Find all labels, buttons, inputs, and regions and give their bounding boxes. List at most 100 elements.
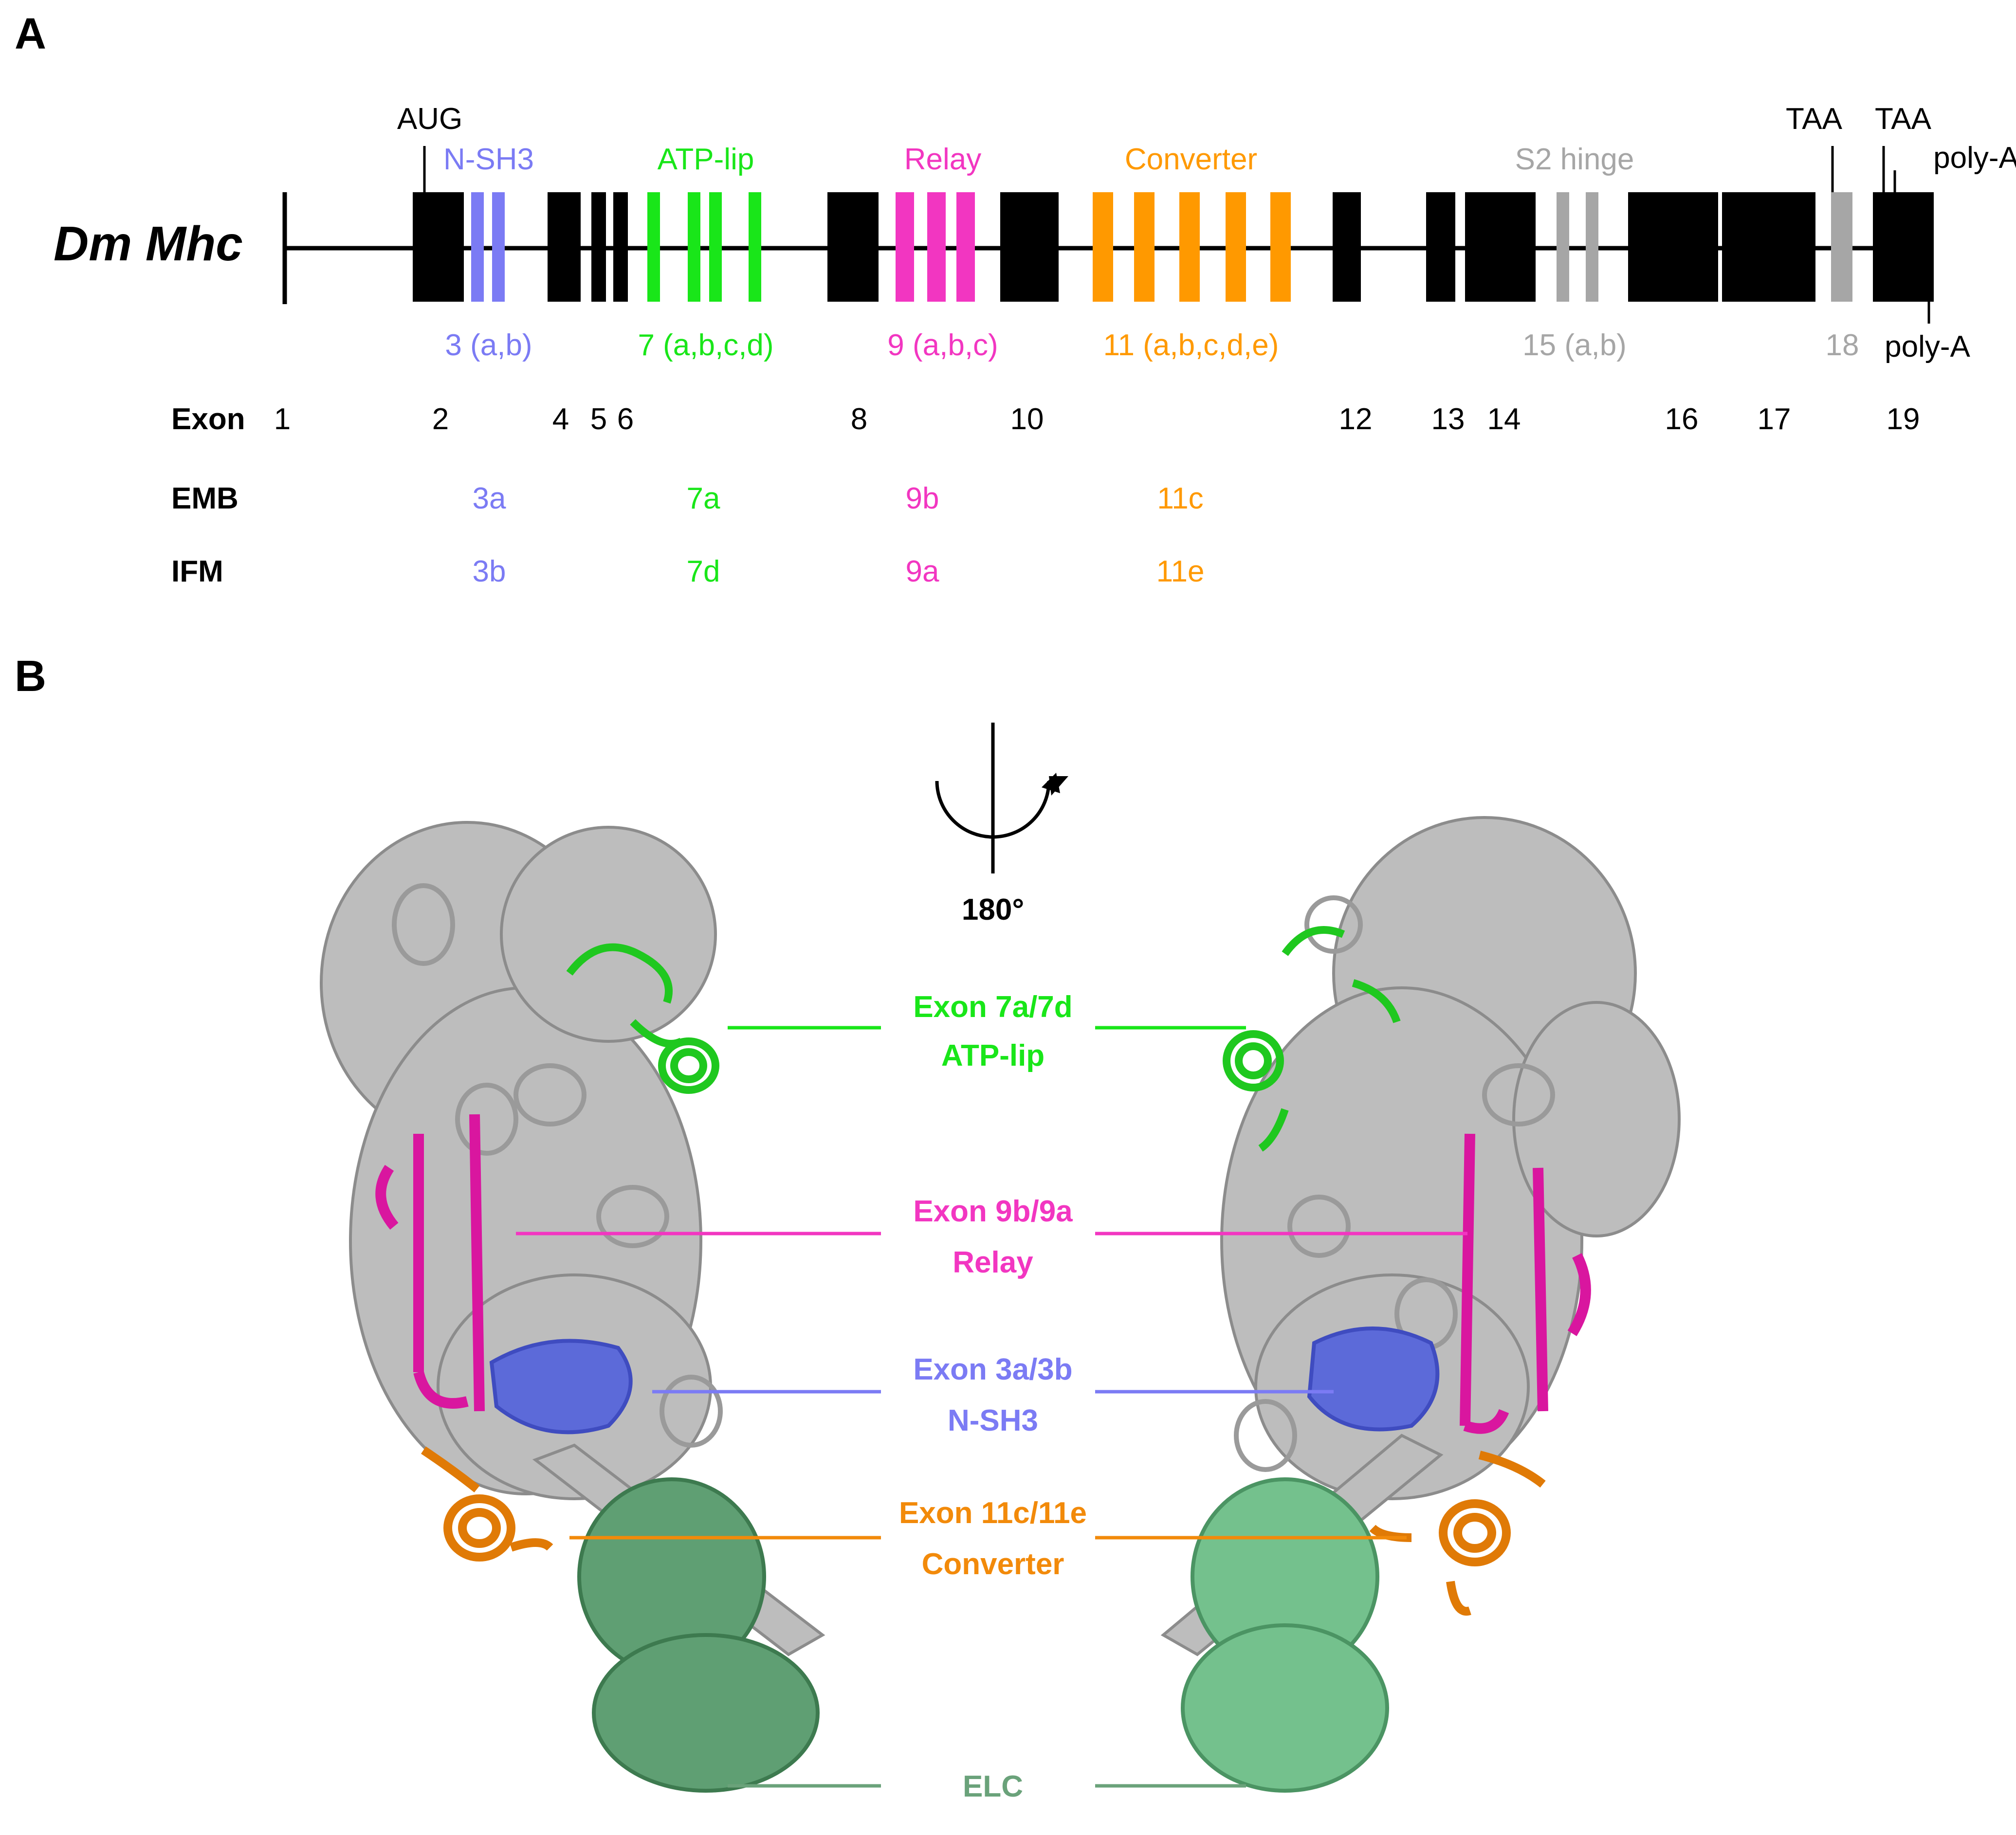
alt-exons-relay xyxy=(896,192,975,302)
group-label-s2hinge: 15 (a,b) xyxy=(1522,328,1627,362)
exon-block xyxy=(1722,192,1815,302)
panel-b: B 180° xyxy=(15,652,1681,1803)
callout-atplip-line2: ATP-lip xyxy=(941,1039,1045,1072)
callout-atplip-line1: Exon 7a/7d xyxy=(913,990,1072,1024)
helix-coils-left xyxy=(392,883,723,1448)
emb-isoform: 9b xyxy=(906,482,939,515)
exon-block xyxy=(1000,192,1059,302)
ifm-isoform: 11e xyxy=(1156,555,1205,588)
alt-exon xyxy=(492,192,505,302)
exon-number: 16 xyxy=(1665,402,1699,436)
elc-domain-left xyxy=(577,1477,820,1793)
panel-b-letter: B xyxy=(15,652,46,701)
alt-exon xyxy=(1586,192,1598,302)
callout-elc-label: ELC xyxy=(963,1770,1023,1803)
exon-block xyxy=(613,192,628,302)
callout-relay-line2: Relay xyxy=(953,1246,1033,1279)
atplip-domain-right xyxy=(1223,926,1401,1152)
callout-relay-line1: Exon 9b/9a xyxy=(913,1195,1073,1228)
callout-nsh3-line1: Exon 3a/3b xyxy=(913,1353,1072,1386)
alt-exon xyxy=(1270,192,1291,302)
alt-exons-s2hinge xyxy=(1557,192,1852,302)
alt-exon xyxy=(956,192,975,302)
callout-lines xyxy=(516,1026,1467,1788)
exon-number: 2 xyxy=(432,402,449,436)
exon-block xyxy=(1426,192,1455,302)
exon-row-label: Exon xyxy=(171,402,245,436)
gene-name: Dm Mhc xyxy=(54,217,243,271)
alt-exon xyxy=(709,192,722,302)
exon-number: 13 xyxy=(1431,402,1465,436)
alt-exon xyxy=(1134,192,1155,302)
group-label-nsh3: 3 (a,b) xyxy=(445,328,532,362)
exon-number: 17 xyxy=(1758,402,1791,436)
aug-label: AUG xyxy=(397,102,462,136)
group-label-converter: 11 (a,b,c,d,e) xyxy=(1103,328,1279,362)
emb-isoform: 7a xyxy=(687,482,720,515)
exon-number: 19 xyxy=(1887,402,1920,436)
nsh3-domain-left xyxy=(489,1339,633,1435)
exon-block xyxy=(1333,192,1361,302)
emb-row-label: EMB xyxy=(171,482,238,515)
callout-converter-line1: Exon 11c/11e xyxy=(899,1496,1087,1530)
protein-structure-left xyxy=(320,821,825,1793)
exon-number: 6 xyxy=(617,402,634,436)
exon-number: 5 xyxy=(590,402,607,436)
callout-nsh3-line2: N-SH3 xyxy=(948,1404,1038,1437)
ifm-isoform: 3b xyxy=(473,555,506,588)
region-name-nsh3: N-SH3 xyxy=(443,143,534,176)
panel-a: A Dm Mhc xyxy=(15,10,2016,588)
exon-block xyxy=(413,192,464,302)
exon-block xyxy=(1465,192,1536,302)
region-name-relay: Relay xyxy=(904,143,982,176)
emb-isoform: 11c xyxy=(1157,482,1203,515)
panel-a-letter: A xyxy=(15,10,46,58)
alt-exons-converter xyxy=(1093,192,1291,302)
ifm-isoform: 9a xyxy=(906,555,939,588)
region-name-atplip: ATP-lip xyxy=(658,143,754,176)
rotation-label: 180° xyxy=(962,893,1024,927)
exon-block xyxy=(548,192,581,302)
relay-domain-right xyxy=(1460,1133,1591,1434)
exon-number: 8 xyxy=(851,402,867,436)
exon-18-label: 18 xyxy=(1826,328,1859,362)
taa-label-2: TAA xyxy=(1875,102,1932,136)
ifm-row-label: IFM xyxy=(171,555,223,588)
alt-exons-atplip xyxy=(647,192,761,302)
taa-label-1: TAA xyxy=(1786,102,1843,136)
alt-exon xyxy=(1226,192,1246,302)
exon-number: 10 xyxy=(1010,402,1044,436)
group-label-relay: 9 (a,b,c) xyxy=(887,328,998,362)
alt-exon-18 xyxy=(1831,192,1852,302)
emb-isoform: 3a xyxy=(473,482,506,515)
exon-block xyxy=(827,192,879,302)
exon-number: 4 xyxy=(552,402,569,436)
constitutive-exons xyxy=(413,192,1934,302)
alt-exon xyxy=(647,192,660,302)
converter-domain-left xyxy=(421,1446,553,1562)
polya-label-top: poly-A xyxy=(1933,141,2016,175)
protein-structure-right xyxy=(1160,816,1681,1793)
exon-block xyxy=(591,192,606,302)
relay-domain-left xyxy=(375,1114,485,1412)
converter-domain-right xyxy=(1369,1451,1546,1616)
atplip-domain-left xyxy=(566,943,719,1094)
alt-exon xyxy=(896,192,914,302)
nsh3-domain-right xyxy=(1307,1326,1440,1432)
group-label-atplip: 7 (a,b,c,d) xyxy=(638,328,773,362)
exon-number: 14 xyxy=(1487,402,1521,436)
exon-number: 1 xyxy=(274,402,291,436)
rotation-arrow-icon xyxy=(935,723,1068,873)
alt-exon xyxy=(1093,192,1113,302)
alt-exon xyxy=(688,192,700,302)
callout-converter-line2: Converter xyxy=(922,1547,1064,1581)
exon-block xyxy=(1628,192,1718,302)
exon-block xyxy=(1873,192,1934,302)
alt-exons-nsh3 xyxy=(471,192,505,302)
alt-exon xyxy=(471,192,484,302)
region-name-converter: Converter xyxy=(1125,143,1257,176)
elc-domain-right xyxy=(1181,1477,1389,1793)
polya-label-bottom: poly-A xyxy=(1885,330,1970,363)
region-name-s2hinge: S2 hinge xyxy=(1515,143,1634,176)
